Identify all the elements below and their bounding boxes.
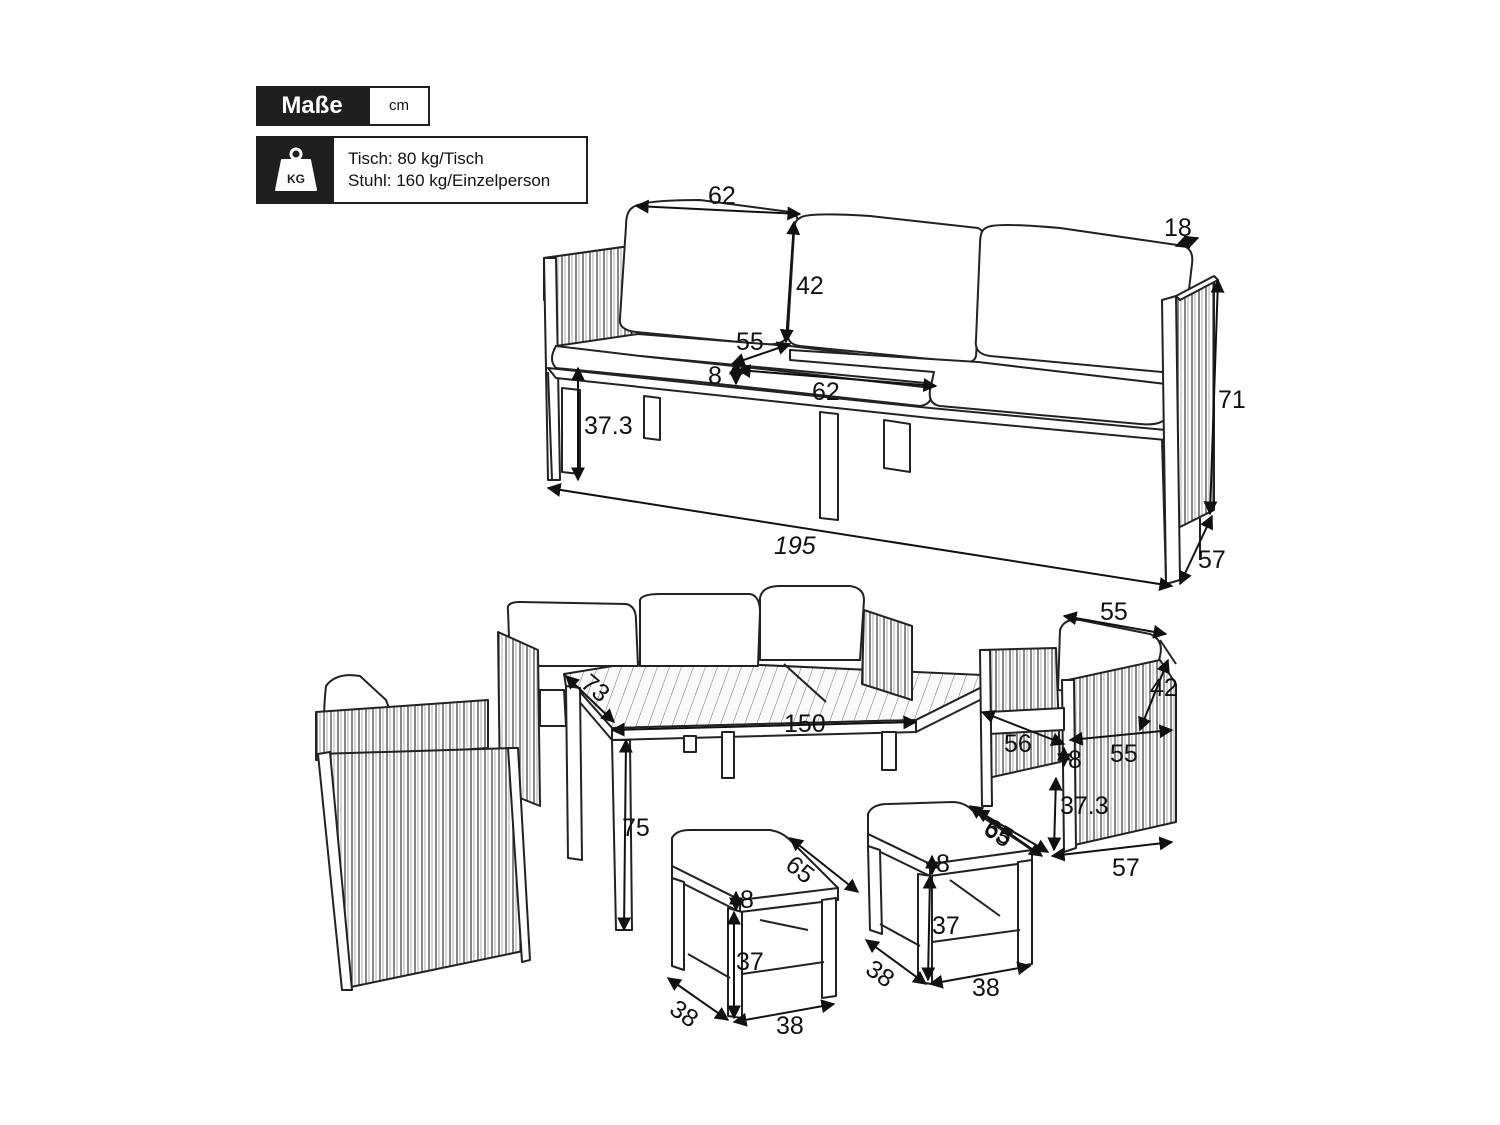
stool-right-drawing <box>867 801 1033 985</box>
legend-unit: cm <box>368 86 430 126</box>
load-table: Tisch: 80 kg/Tisch <box>348 149 484 168</box>
dim-sofa-back-height: 42 <box>796 272 824 300</box>
dim-table-height: 75 <box>622 814 650 842</box>
sofa-drawing <box>543 199 1219 585</box>
dim-sofa-total-height: 71 <box>1218 386 1246 414</box>
dim-sofa-back-thickness: 18 <box>1164 214 1192 242</box>
dim-armchair-seat-height: 37.3 <box>1060 792 1109 820</box>
load-capacity-box: KG Tisch: 80 kg/Tisch Stuhl: 160 kg/Einz… <box>256 136 588 204</box>
dim-stool-left-cushion: 8 <box>740 886 754 914</box>
kg-icon-text: KG <box>287 172 305 186</box>
dim-stool-right-width: 38 <box>972 974 1000 1002</box>
kg-weight-icon: KG <box>258 138 334 202</box>
stool-left-drawing <box>671 829 839 1019</box>
dim-armchair-seat-depth: 56 <box>1004 730 1032 758</box>
legend-title: Maße <box>256 86 368 126</box>
dim-stool-left-width: 38 <box>776 1012 804 1040</box>
legend: Maße cm KG Tisch: 80 kg/Tisch Stuhl: 160… <box>256 86 588 204</box>
dim-sofa-seat-width: 62 <box>812 378 840 406</box>
dim-stool-left-height: 37 <box>736 948 764 976</box>
dim-armchair-seat-thickness: 8 <box>1068 746 1082 774</box>
dimension-lines <box>546 199 1225 1027</box>
dim-sofa-total-width: 195 <box>774 532 816 560</box>
dim-table-width: 150 <box>784 710 826 738</box>
dim-sofa-seat-height: 37.3 <box>584 412 633 440</box>
dim-stool-left-depth: 38 <box>665 995 704 1034</box>
load-chair: Stuhl: 160 kg/Einzelperson <box>348 171 551 190</box>
left-armchair-drawing <box>315 674 531 991</box>
dim-armchair-back-height: 42 <box>1150 674 1178 702</box>
dim-armchair-total-width: 57 <box>1112 854 1140 882</box>
dim-sofa-total-depth: 57 <box>1198 546 1226 574</box>
dim-armchair-width: 55 <box>1100 598 1128 626</box>
dim-armchair-inner-width: 55 <box>1110 740 1138 768</box>
dim-stool-right-height: 37 <box>932 912 960 940</box>
dim-sofa-seat-thickness: 8 <box>708 362 722 390</box>
dim-sofa-cushion-width: 62 <box>708 182 736 210</box>
dim-sofa-seat-depth: 55 <box>736 328 764 356</box>
dim-stool-right-cushion: 8 <box>936 850 950 878</box>
